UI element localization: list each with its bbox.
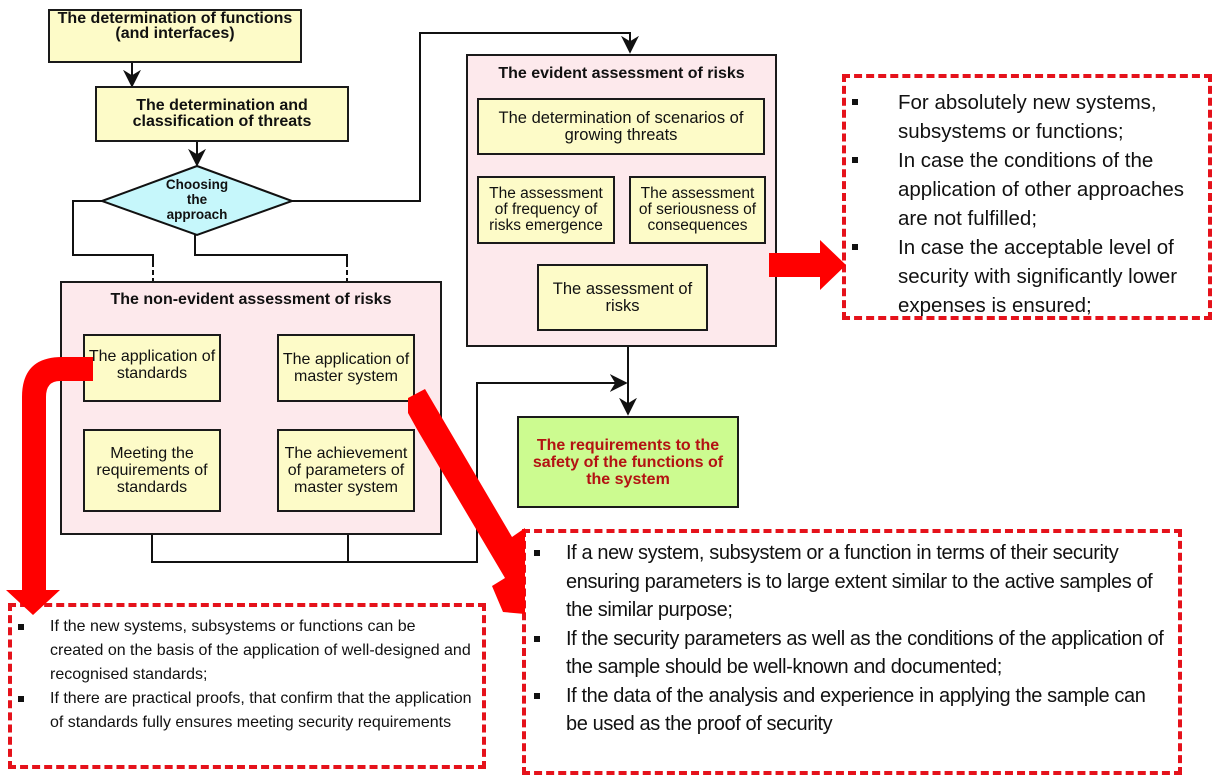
box-achievement-of-parameters: The achievement of parameters of master … [277, 429, 415, 512]
note-master-system-conditions: If a new system, subsystem or a function… [522, 529, 1182, 775]
connector-nonevident-merge [151, 512, 349, 563]
box-requirements-to-safety: The requirements to the safety of the fu… [517, 416, 739, 508]
standards-conditions-list: If the new systems, subsystems or functi… [12, 615, 472, 735]
master-condition-item: If a new system, subsystem or a function… [526, 539, 1168, 625]
bullet-icon [534, 550, 540, 556]
evident-conditions-list: For absolutely new systems, subsystems o… [846, 88, 1208, 320]
standards-condition-item: If the new systems, subsystems or functi… [12, 615, 472, 687]
connector-decision-left-branch [72, 200, 154, 262]
standards-condition-item: If there are practical proofs, that conf… [12, 687, 472, 735]
note-evident-conditions: For absolutely new systems, subsystems o… [842, 74, 1212, 320]
box-determination-functions: The determination of functions (and inte… [48, 9, 302, 63]
bullet-icon [18, 696, 24, 702]
decision-label-line-1: Choosing [165, 177, 229, 192]
box-seriousness-of-consequences: The assessment of seriousness of consequ… [629, 176, 766, 244]
bullet-icon [534, 635, 540, 642]
box-assessment-of-risks: The assessment of risks [537, 264, 708, 331]
master-condition-item: If the data of the analysis and experien… [526, 682, 1168, 739]
connector-decision-to-evident [292, 32, 639, 202]
group-non-evident-title: The non-evident assessment of risks [110, 291, 392, 308]
bullet-icon [534, 692, 540, 699]
box-application-of-master-system: The application of master system [277, 334, 415, 402]
decision-diamond [99, 164, 295, 237]
decision-label-line-3: approach [166, 207, 228, 222]
master-conditions-list: If a new system, subsystem or a function… [526, 539, 1168, 739]
decision-label: Choosing the approach [147, 177, 247, 222]
box-determination-threats: The determination and classification of … [95, 86, 349, 142]
evident-condition-item: In case the conditions of the applicatio… [846, 146, 1208, 233]
box-meeting-requirements-of-standards: Meeting the requirements of standards [83, 429, 221, 512]
bullet-icon [852, 157, 858, 163]
box-frequency-of-risks: The assessment of frequency of risks eme… [477, 176, 615, 244]
evident-condition-item: In case the acceptable level of security… [846, 233, 1208, 320]
box-application-of-standards: The application of standards [83, 334, 221, 402]
decision-label-line-2: the [186, 192, 208, 207]
box-scenarios-growing-threats: The determination of scenarios of growin… [477, 98, 765, 155]
bullet-icon [852, 244, 858, 250]
master-condition-item: If the security parameters as well as th… [526, 625, 1168, 682]
group-evident-title: The evident assessment of risks [498, 65, 745, 82]
bullet-icon [18, 624, 24, 630]
connector-decision-bottom-branch [194, 235, 348, 262]
bullet-icon [852, 99, 858, 105]
note-standards-conditions: If the new systems, subsystems or functi… [8, 603, 486, 769]
evident-condition-item: For absolutely new systems, subsystems o… [846, 88, 1208, 146]
